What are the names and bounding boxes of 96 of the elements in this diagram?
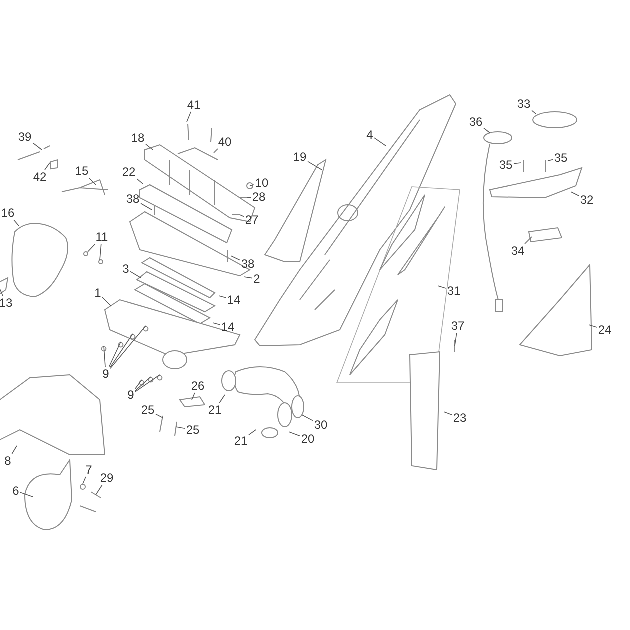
callout-number: 1 bbox=[94, 286, 102, 300]
leader-line bbox=[44, 162, 50, 170]
callout-number: 25 bbox=[186, 423, 200, 437]
callout-number: 29 bbox=[100, 471, 114, 485]
callout-number: 18 bbox=[131, 131, 145, 145]
leader-line bbox=[88, 178, 96, 186]
callout-number: 14 bbox=[227, 293, 241, 307]
callout-number: 9 bbox=[102, 367, 110, 381]
callout-number: 7 bbox=[86, 463, 92, 477]
leader-line bbox=[230, 256, 240, 261]
callout-number: 14 bbox=[221, 320, 235, 334]
leader-line bbox=[514, 162, 522, 164]
leader-line bbox=[146, 144, 154, 150]
leader-line bbox=[588, 324, 598, 328]
leader-line bbox=[135, 376, 152, 392]
leader-line bbox=[20, 492, 34, 498]
leader-line bbox=[244, 276, 253, 279]
leader-line bbox=[176, 426, 186, 429]
leader-line bbox=[32, 142, 42, 150]
leader-line bbox=[570, 192, 580, 196]
leader-line bbox=[248, 430, 256, 436]
callout-number: 21 bbox=[208, 403, 222, 417]
callout-number: 4 bbox=[366, 128, 374, 142]
leader-line bbox=[12, 446, 18, 454]
callout-number: 40 bbox=[218, 135, 232, 149]
leader-line bbox=[212, 322, 220, 326]
leader-line bbox=[108, 342, 122, 368]
leader-line bbox=[524, 236, 532, 244]
leader-line bbox=[454, 332, 458, 346]
callout-number: 41 bbox=[187, 98, 201, 112]
leader-line bbox=[302, 414, 314, 422]
callout-number: 26 bbox=[191, 379, 205, 393]
leader-line bbox=[104, 346, 106, 368]
leader-line bbox=[374, 138, 386, 146]
leader-line bbox=[548, 159, 554, 162]
leader-line bbox=[96, 484, 103, 496]
leader-line bbox=[214, 148, 218, 154]
callout-number: 31 bbox=[447, 284, 461, 298]
leader-line bbox=[484, 128, 490, 134]
callout-number: 13 bbox=[0, 296, 13, 310]
leader-line bbox=[110, 326, 146, 369]
leader-line bbox=[250, 184, 254, 186]
callout-number: 23 bbox=[453, 411, 467, 425]
callout-number: 8 bbox=[4, 454, 12, 468]
callout-number: 2 bbox=[254, 272, 260, 286]
callout-number: 37 bbox=[451, 319, 465, 333]
callout-number: 30 bbox=[314, 418, 328, 432]
leader-line bbox=[0, 288, 4, 296]
callout-number: 22 bbox=[122, 165, 136, 179]
callout-number: 25 bbox=[141, 403, 155, 417]
callout-number: 21 bbox=[234, 434, 248, 448]
callout-number: 15 bbox=[75, 164, 89, 178]
callout-number: 16 bbox=[1, 206, 15, 220]
leader-line bbox=[240, 214, 244, 218]
callout-number: 38 bbox=[126, 192, 140, 206]
callout-number: 3 bbox=[122, 262, 130, 276]
leader-line bbox=[192, 392, 196, 400]
callout-number: 36 bbox=[469, 115, 483, 129]
callout-number: 28 bbox=[252, 190, 266, 204]
leader-line bbox=[100, 244, 102, 260]
leader-line bbox=[246, 197, 252, 198]
leader-line bbox=[88, 244, 96, 252]
leader-line bbox=[308, 161, 322, 170]
leader-line bbox=[82, 476, 86, 484]
callout-number: 24 bbox=[598, 323, 612, 337]
leader-line bbox=[444, 412, 452, 416]
callout-number: 33 bbox=[517, 97, 531, 111]
leader-line bbox=[14, 220, 20, 226]
leader-line bbox=[186, 112, 192, 122]
callout-number: 10 bbox=[255, 176, 269, 190]
callout-number: 11 bbox=[96, 230, 108, 244]
callout-number: 35 bbox=[554, 151, 568, 165]
callout-number: 19 bbox=[293, 150, 307, 164]
callout-number: 27 bbox=[245, 213, 259, 227]
leader-line bbox=[532, 110, 536, 114]
leader-line bbox=[140, 203, 152, 210]
callout-number: 32 bbox=[580, 193, 594, 207]
leader-line bbox=[130, 271, 142, 278]
leader-line bbox=[110, 334, 134, 368]
leader-line bbox=[135, 380, 142, 390]
leader-line bbox=[219, 394, 226, 404]
leader-line bbox=[438, 286, 446, 289]
callout-number: 34 bbox=[511, 244, 525, 258]
leader-line bbox=[218, 296, 226, 298]
leader-line bbox=[102, 297, 112, 306]
leader-line bbox=[288, 432, 300, 436]
leader-line bbox=[135, 374, 160, 392]
leader-line bbox=[136, 178, 144, 184]
callout-number: 20 bbox=[301, 432, 315, 446]
callout-number: 39 bbox=[18, 130, 32, 144]
callout-number: 6 bbox=[12, 484, 20, 498]
leader-line bbox=[156, 414, 164, 418]
callout-number: 38 bbox=[241, 257, 255, 271]
callout-number: 35 bbox=[499, 158, 513, 172]
callout-number: 9 bbox=[128, 388, 134, 402]
callout-number: 42 bbox=[33, 170, 47, 184]
